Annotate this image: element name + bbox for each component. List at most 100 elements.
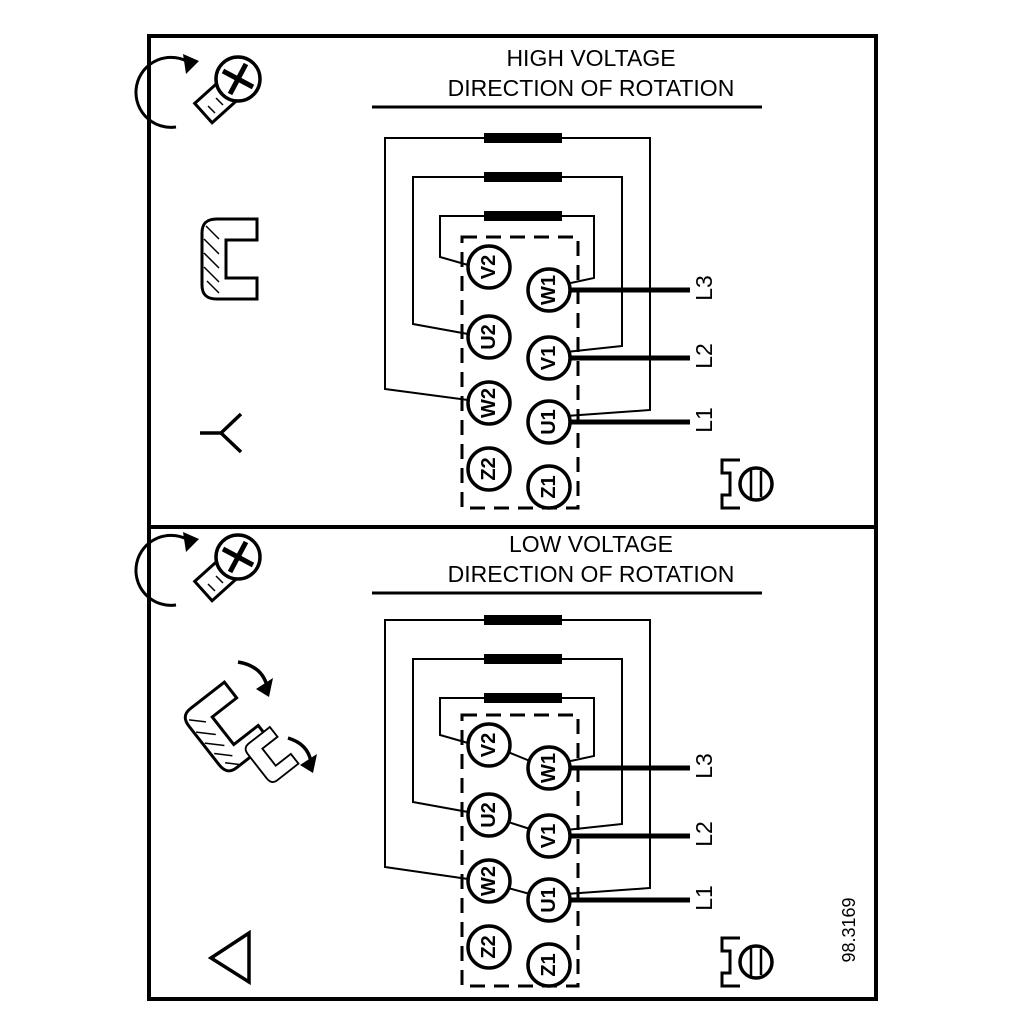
terminal-label-w2: W2 [478, 866, 500, 896]
terminal-circle-w1 [526, 745, 572, 791]
hv-line-label-l1: L1 [691, 407, 717, 433]
terminal-label-v2: V2 [478, 733, 500, 757]
bracket-hatch [203, 225, 220, 294]
angled-bracket-small [244, 725, 300, 783]
delta-symbol [207, 929, 251, 986]
hv-title: HIGH VOLTAGE [506, 45, 675, 71]
lv-line-label-l2: L2 [691, 821, 717, 847]
lv-terminal-box [460, 713, 580, 988]
jumper-bar [484, 654, 562, 664]
placement-arrowhead-top [256, 678, 273, 697]
rotation-arrowhead [183, 54, 199, 74]
hv-terminals: V2 U2 W2 Z2 W1 V1 U1 Z1 [466, 244, 572, 510]
screw-head [738, 466, 774, 502]
low-voltage-panel: LOW VOLTAGE DIRECTION OF ROTATION [136, 531, 859, 988]
wire-mid-left [412, 658, 484, 813]
bracket-outline [244, 725, 300, 783]
terminal-circle-u2 [466, 792, 512, 838]
lv-terminals: V2 U2 W2 Z2 W1 V1 U1 Z1 [466, 722, 572, 988]
screw-slot [749, 470, 763, 498]
jumper-bracket-icon [200, 217, 259, 301]
terminal-circle-u1 [526, 399, 572, 445]
terminal-label-w1: W1 [538, 753, 560, 783]
wire-bridge-u2-v1 [507, 821, 531, 830]
wire-bridge-v2-w1 [507, 751, 531, 762]
wire-outer-right [562, 619, 651, 895]
wire-inner-left [439, 697, 484, 744]
terminal-label-u1: U1 [538, 409, 560, 435]
terminal-label-u2: U2 [478, 324, 500, 350]
hv-supply-lines: L3 L2 L1 [570, 275, 717, 433]
terminal-label-z1: Z1 [538, 953, 560, 976]
placement-arrow-top [237, 660, 269, 687]
terminal-label-v1: V1 [538, 824, 560, 848]
lv-wiring [384, 619, 651, 895]
terminal-circle-w2 [466, 380, 512, 426]
phillips-cross-icon [221, 62, 255, 96]
terminal-label-u2: U2 [478, 802, 500, 828]
terminal-circle-v2 [466, 244, 512, 290]
figure-number: 98.3169 [839, 897, 859, 962]
terminal-screw-icon [720, 458, 774, 510]
terminal-circle-z1 [526, 942, 572, 988]
star-symbol [200, 412, 243, 454]
high-voltage-panel: HIGH VOLTAGE DIRECTION OF ROTATION [134, 45, 774, 510]
jumper-bar [484, 172, 562, 182]
terminal-circle-z2 [466, 924, 512, 970]
hv-terminal-box [460, 235, 580, 510]
wire-outer-left [384, 619, 484, 880]
terminal-circle-u2 [466, 314, 512, 360]
wire-inner-right [562, 697, 595, 763]
jumper-bar [484, 211, 562, 221]
jumper-bar [484, 133, 562, 143]
lv-line-label-l1: L1 [691, 885, 717, 911]
terminal-label-w1: W1 [538, 275, 560, 305]
wire-mid-left [412, 176, 484, 335]
wire-mid-right [562, 176, 623, 353]
placement-arrowhead-bottom [300, 754, 317, 773]
terminal-circle-v2 [466, 722, 512, 768]
terminal-label-u1: U1 [538, 887, 560, 913]
jumper-placement-icon [183, 660, 317, 783]
lv-supply-lines: L3 L2 L1 [570, 753, 717, 911]
terminal-circle-w2 [466, 858, 512, 904]
bracket-hatch [188, 719, 240, 766]
lv-title: LOW VOLTAGE [509, 531, 673, 557]
outer-border [147, 34, 878, 1001]
terminal-label-z2: Z2 [478, 935, 500, 958]
terminal-circle-w1 [526, 267, 572, 313]
wire-inner-right [562, 215, 595, 285]
wire-inner-left [439, 215, 484, 266]
hv-jumper-bars [484, 133, 562, 221]
terminal-circle-z2 [466, 446, 512, 492]
terminal-circle-v1 [526, 335, 572, 381]
wire-outer-left [384, 137, 484, 401]
lv-line-label-l3: L3 [691, 753, 717, 779]
hv-line-label-l2: L2 [691, 343, 717, 369]
rotation-arrow [134, 55, 191, 129]
terminal-label-v1: V1 [538, 346, 560, 370]
terminal-label-z1: Z1 [538, 475, 560, 498]
wire-outer-right [562, 137, 651, 417]
hv-line-label-l3: L3 [691, 275, 717, 301]
terminal-label-w2: W2 [478, 388, 500, 418]
screw-rotation-icon [134, 54, 262, 129]
clamp-bracket [720, 458, 740, 510]
terminal-label-z2: Z2 [478, 457, 500, 480]
hv-subtitle: DIRECTION OF ROTATION [448, 75, 735, 101]
wire-bridge-w2-u1 [507, 887, 531, 895]
wire-mid-right [562, 658, 623, 831]
jumper-bar [484, 693, 562, 703]
terminal-label-v2: V2 [478, 255, 500, 279]
terminal-screw-icon [720, 936, 774, 988]
jumper-bar [484, 615, 562, 625]
terminal-circle-z1 [526, 464, 572, 510]
screw-rotation-icon [136, 532, 261, 605]
lv-jumper-bars [484, 615, 562, 703]
shank-hatch [207, 97, 224, 114]
terminal-circle-v1 [526, 813, 572, 859]
lv-subtitle: DIRECTION OF ROTATION [448, 561, 735, 587]
hv-wiring [384, 137, 651, 417]
